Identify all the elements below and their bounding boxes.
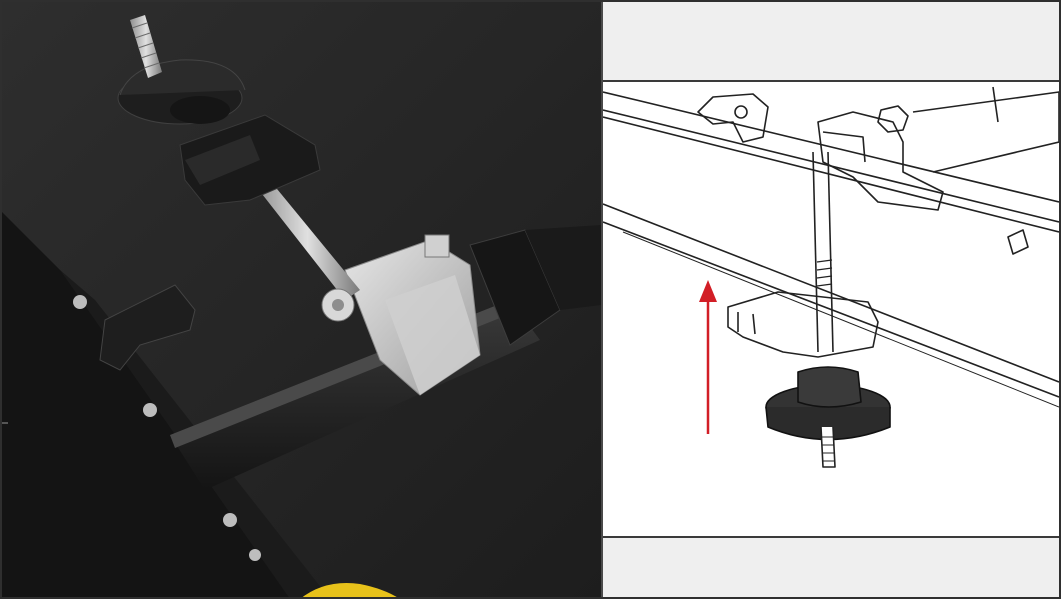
tube-extension [525,225,601,310]
upper-block-edge [822,131,866,163]
lower-jaw [727,291,879,358]
upper-rail-line [603,91,1059,203]
tab-hole [734,105,748,119]
block-nut [877,105,909,133]
tube-end [992,86,999,123]
up-arrow-icon [699,280,717,434]
stud-threads [131,22,160,69]
threaded-stud [130,15,162,78]
block-top-nut [424,234,450,258]
aluminum-block-face [385,275,480,395]
diagram-window [603,80,1059,538]
bottom-stud-threads [822,436,834,462]
rail-rivets [73,295,261,561]
square-tube-drawing [912,91,1059,173]
edge-tick [0,422,8,424]
rod-right-edge [827,151,834,353]
lower-jaw-slot [737,312,756,335]
lower-rail-line-3 [622,231,1059,408]
clamp-jaw-face [185,135,260,185]
photo-panel [0,0,601,599]
rod-left-edge [812,151,819,353]
threaded-rod [255,178,360,300]
upper-rail-tab [697,93,769,143]
clamp-line-drawing [603,86,1059,468]
clamp-photo [0,0,601,599]
upper-clamp-block [817,111,944,211]
rail-clip [1007,229,1029,255]
upper-rail-line-3 [603,116,1059,233]
yellow-cable [300,583,400,599]
nut-hole [332,299,344,311]
lower-rail-line-2 [603,221,1059,398]
rod-threads [816,259,833,287]
rail-bracket [99,284,196,371]
